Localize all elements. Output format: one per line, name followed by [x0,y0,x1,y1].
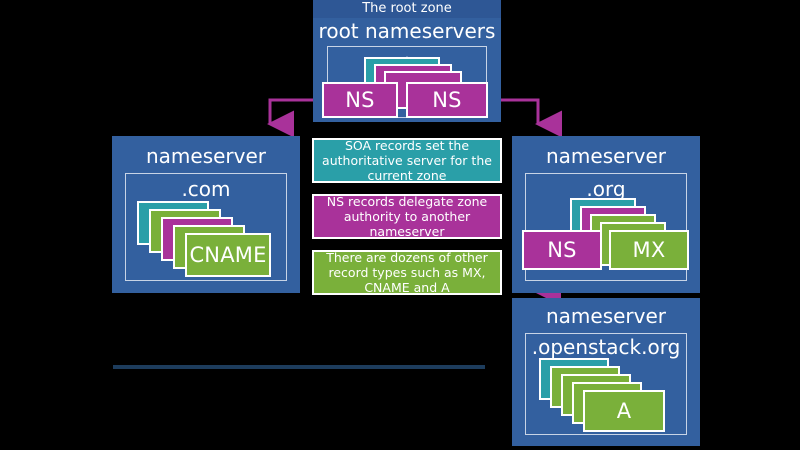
root-zone-title: root nameservers [318,19,496,43]
record-card-cname[interactable]: CNAME [185,233,271,277]
record-card-ns-right[interactable]: NS [406,82,488,118]
openstack-zone-inner: .openstack.org [525,333,687,435]
com-zone-inner: .com [125,173,287,281]
com-zone-box: nameserver .com CNAME [112,136,300,293]
com-zone-title: nameserver [145,144,267,168]
root-zone-box: The root zone root nameservers . NS NS [313,0,501,122]
record-card-mx[interactable]: MX [609,230,689,270]
openstack-zone-box: nameserver .openstack.org A [512,298,700,446]
record-card-a[interactable]: A [583,390,665,432]
record-card-ns-left[interactable]: NS [322,82,398,118]
org-zone-title: nameserver [545,144,667,168]
com-zone-label: .com [181,177,231,201]
org-zone-label: .org [586,177,626,201]
legend-item-ns[interactable]: NS records delegate zone authority to an… [312,194,502,239]
org-zone-box: nameserver .org NS MX [512,136,700,293]
openstack-zone-label: .openstack.org [531,335,681,359]
section-divider [113,365,485,369]
openstack-zone-title: nameserver [545,304,667,328]
record-card-ns[interactable]: NS [522,230,602,270]
root-zone-label: . [404,43,410,64]
org-zone-inner: .org [525,173,687,281]
legend-item-other[interactable]: There are dozens of other record types s… [312,250,502,295]
root-zone-header: The root zone [313,0,501,18]
legend-item-soa[interactable]: SOA records set the authoritative server… [312,138,502,183]
